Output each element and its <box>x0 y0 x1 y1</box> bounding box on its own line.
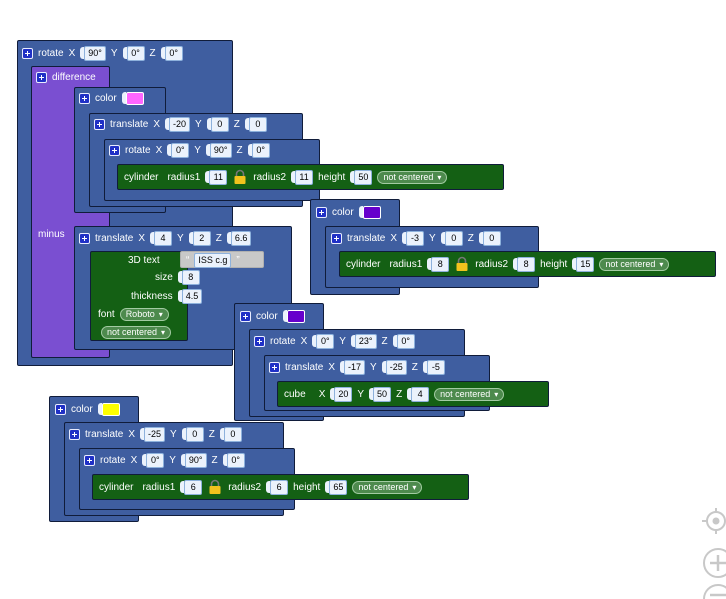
translate-y-field[interactable]: 0 <box>444 230 463 246</box>
centered-dropdown[interactable]: not centered <box>101 325 172 339</box>
cylinder-label: cylinder <box>124 171 159 183</box>
plus-icon[interactable] <box>269 361 280 373</box>
difference-label: difference <box>52 71 96 83</box>
rotate-label: rotate <box>38 47 64 59</box>
centered-dropdown[interactable]: not centered <box>377 170 448 184</box>
zoom-in-icon[interactable] <box>702 546 726 580</box>
radius2-field[interactable]: 11 <box>295 169 314 185</box>
translate-z-field[interactable]: 0 <box>223 426 242 442</box>
translate-y-field[interactable]: 0 <box>185 426 204 442</box>
height-field[interactable]: 50 <box>354 169 373 185</box>
centered-dropdown[interactable]: not centered <box>434 387 505 401</box>
plus-icon[interactable] <box>240 310 251 322</box>
rotate-y-field[interactable]: 90° <box>184 452 207 468</box>
translate-x-field[interactable]: -3 <box>406 230 425 246</box>
translate-y-field[interactable]: -25 <box>385 359 407 375</box>
lock-icon[interactable] <box>207 479 223 495</box>
height-field[interactable]: 65 <box>329 479 348 495</box>
radius2-field[interactable]: 8 <box>517 256 536 272</box>
translate-x-field[interactable]: -20 <box>169 116 191 132</box>
plus-icon[interactable] <box>254 335 265 347</box>
cube-x-field[interactable]: 20 <box>334 386 353 402</box>
minus-label: minus <box>38 228 65 240</box>
rotate-z-field[interactable]: 0° <box>251 142 270 158</box>
plus-icon[interactable] <box>36 71 47 83</box>
cube-label: cube <box>284 388 306 400</box>
rotate-z-field[interactable]: 0° <box>164 45 183 61</box>
translate-z-field[interactable]: -5 <box>426 359 445 375</box>
target-icon[interactable] <box>702 506 726 536</box>
rotate-y-field[interactable]: 0° <box>126 45 145 61</box>
plus-icon[interactable] <box>94 118 105 130</box>
color-swatch-violet[interactable] <box>362 205 381 219</box>
font-dropdown[interactable]: Roboto <box>119 307 169 321</box>
color-swatch-yellow[interactable] <box>101 402 120 416</box>
plus-icon[interactable] <box>79 232 90 244</box>
plus-icon[interactable] <box>79 92 90 104</box>
lock-icon[interactable] <box>454 256 470 272</box>
rotate-x-field[interactable]: 0° <box>171 142 190 158</box>
radius1-field[interactable]: 6 <box>184 479 203 495</box>
color-swatch-pink[interactable] <box>125 91 144 105</box>
translate-x-field[interactable]: -17 <box>344 359 366 375</box>
rotate-x-field[interactable]: 0° <box>316 333 335 349</box>
rotate-x-field[interactable]: 0° <box>146 452 165 468</box>
plus-icon[interactable] <box>22 47 33 59</box>
rotate-y-field[interactable]: 90° <box>209 142 232 158</box>
plus-icon[interactable] <box>84 454 95 466</box>
translate-y-field[interactable]: 0 <box>210 116 229 132</box>
plus-icon[interactable] <box>316 206 327 218</box>
translate-x-field[interactable]: 4 <box>154 230 173 246</box>
height-field[interactable]: 15 <box>576 256 595 272</box>
thickness-field[interactable]: 4.5 <box>181 288 203 304</box>
radius1-field[interactable]: 8 <box>431 256 450 272</box>
difference-header: difference <box>36 66 96 88</box>
size-field[interactable]: 8 <box>181 269 200 285</box>
translate-x-field[interactable]: -25 <box>144 426 166 442</box>
color-swatch-violet[interactable] <box>286 309 305 323</box>
lock-icon[interactable] <box>232 169 248 185</box>
plus-icon[interactable] <box>331 232 342 244</box>
cube-z-field[interactable]: 4 <box>411 386 430 402</box>
rotate-y-field[interactable]: 23° <box>354 333 377 349</box>
text-value-field[interactable]: ISS c.g <box>194 252 232 268</box>
zoom-out-icon[interactable] <box>702 583 726 599</box>
rotate-z-field[interactable]: 0° <box>226 452 245 468</box>
centered-dropdown[interactable]: not centered <box>352 480 423 494</box>
rotate-x-field[interactable]: 90° <box>84 45 106 61</box>
centered-dropdown[interactable]: not centered <box>599 257 670 271</box>
translate-y-field[interactable]: 2 <box>192 230 211 246</box>
text3d-label: 3D text <box>128 254 160 266</box>
plus-icon[interactable] <box>69 428 80 440</box>
translate-z-field[interactable]: 0 <box>482 230 501 246</box>
cube-y-field[interactable]: 50 <box>373 386 392 402</box>
translate-z-field[interactable]: 0 <box>248 116 267 132</box>
radius2-field[interactable]: 6 <box>270 479 289 495</box>
translate-z-field[interactable]: 6.6 <box>230 230 252 246</box>
plus-icon[interactable] <box>55 403 66 415</box>
radius1-field[interactable]: 11 <box>209 169 228 185</box>
plus-icon[interactable] <box>109 144 120 156</box>
rotate-z-field[interactable]: 0° <box>396 333 415 349</box>
